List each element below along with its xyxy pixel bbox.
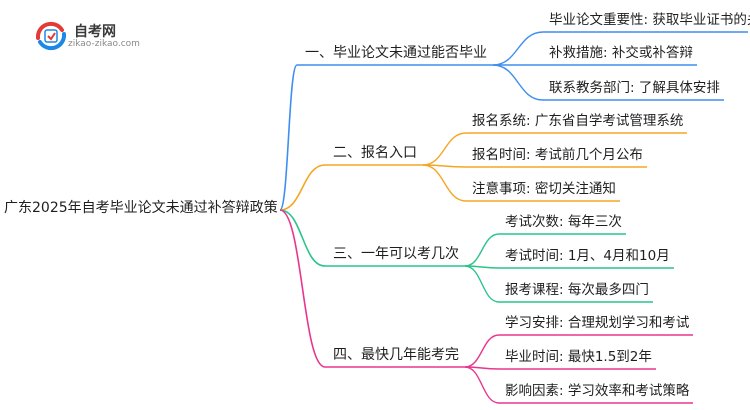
leaf-node-3-3: 报考课程: 每次最多四门 — [505, 282, 649, 298]
logo-name: 自考网 — [74, 24, 116, 40]
logo-url: zikao-zikao.com — [68, 39, 140, 49]
branch-node-1: 一、毕业论文未通过能否毕业 — [305, 45, 487, 61]
logo-mark-icon — [35, 21, 67, 51]
leaf-node-1-2: 补救措施: 补交或补答辩 — [549, 45, 693, 61]
branch-node-2: 二、报名入口 — [333, 145, 417, 161]
connector-branch-3-leaf-1 — [464, 233, 500, 267]
connector-root-branch-4 — [279, 209, 326, 368]
leaf-node-1-1: 毕业论文重要性: 获取毕业证书的关键 — [549, 12, 750, 28]
connector-branch-1-leaf-3 — [492, 64, 544, 101]
leaf-node-3-1: 考试次数: 每年三次 — [505, 214, 622, 230]
leaf-node-2-3: 注意事项: 密切关注通知 — [472, 181, 616, 197]
leaf-node-3-2: 考试时间: 1月、4月和10月 — [505, 248, 670, 264]
branch-node-3: 三、一年可以考几次 — [333, 246, 459, 262]
connector-branch-4-leaf-1 — [464, 334, 500, 368]
leaf-node-4-2: 毕业时间: 最快1.5到2年 — [505, 349, 652, 365]
leaf-node-4-3: 影响因素: 学习效率和考试策略 — [505, 383, 690, 399]
connector-root-branch-2 — [279, 164, 326, 211]
branch-node-4: 四、最快几年能考完 — [333, 347, 459, 363]
connector-root-branch-3 — [279, 209, 326, 267]
connector-branch-1-leaf-1 — [492, 31, 544, 66]
site-logo[interactable]: 自考网 zikao-zikao.com — [34, 20, 174, 52]
leaf-node-1-3: 联系教务部门: 了解具体安排 — [549, 80, 720, 96]
connector-branch-2-leaf-3 — [422, 164, 467, 202]
connector-branch-4-leaf-3 — [464, 366, 500, 404]
leaf-node-2-1: 报名系统: 广东省自学考试管理系统 — [472, 113, 684, 129]
connector-branch-2-leaf-1 — [422, 132, 467, 166]
connector-branch-3-leaf-3 — [464, 265, 500, 303]
leaf-node-4-1: 学习安排: 合理规划学习和考试 — [505, 315, 690, 331]
root-node: 广东2025年自考毕业论文未通过补答辩政策 — [4, 200, 278, 216]
connector-root-branch-1 — [279, 64, 298, 211]
leaf-node-2-2: 报名时间: 考试前几个月公布 — [472, 147, 643, 163]
